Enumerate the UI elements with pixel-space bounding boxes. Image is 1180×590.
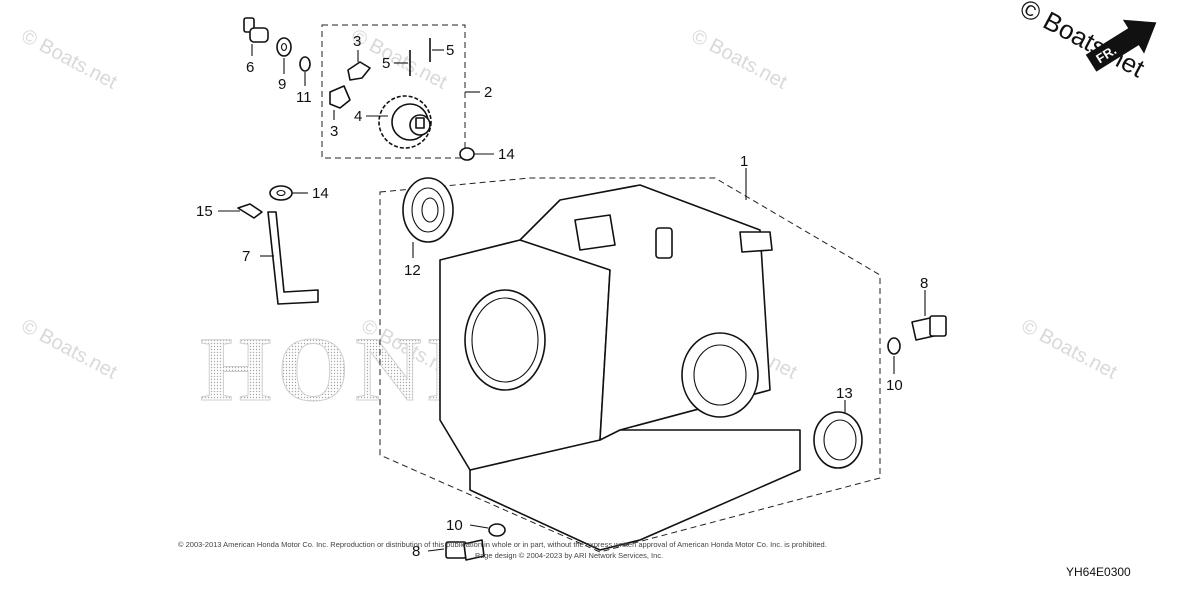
callout-10: 10 bbox=[446, 517, 463, 534]
thrust-washer-part bbox=[269, 185, 293, 201]
callout-11: 11 bbox=[296, 89, 312, 106]
oil-seal-part bbox=[813, 411, 863, 469]
watermark-text: © Boats.net bbox=[348, 25, 451, 94]
drain-washer-part bbox=[887, 337, 901, 355]
oil-pump-gear-part bbox=[378, 95, 432, 149]
watermark-text: © Boats.net bbox=[18, 25, 121, 94]
cylinder-block-part bbox=[439, 184, 801, 551]
cylinder-block-assembly-outline bbox=[379, 177, 881, 553]
callout-1: 1 bbox=[740, 153, 748, 170]
leader-lines bbox=[218, 44, 926, 552]
o-ring-part bbox=[299, 56, 311, 72]
callout-5: 5 bbox=[382, 55, 390, 72]
drain-bolt-part bbox=[911, 315, 947, 341]
callouts: 1 2 3 3 4 5 5 6 7 8 8 9 10 10 11 12 13 1… bbox=[196, 33, 928, 560]
drain-washer-part bbox=[488, 523, 506, 537]
callout-6: 6 bbox=[246, 59, 254, 76]
crankcase-opening bbox=[681, 332, 759, 418]
bearing-part bbox=[402, 177, 454, 243]
callout-14: 14 bbox=[312, 185, 329, 202]
callout-8: 8 bbox=[920, 275, 928, 292]
callout-3: 3 bbox=[330, 123, 338, 140]
washer-part bbox=[276, 37, 292, 57]
callout-10: 10 bbox=[886, 377, 903, 394]
watermark-text: © Boats.net bbox=[1018, 315, 1121, 384]
watermark-text: © Boats.net bbox=[18, 315, 121, 384]
drain-bolt-part bbox=[445, 539, 485, 561]
callout-2: 2 bbox=[484, 84, 492, 101]
callout-3: 3 bbox=[353, 33, 361, 50]
cylinder-bore bbox=[464, 289, 546, 391]
callout-8: 8 bbox=[412, 543, 420, 560]
clip-part bbox=[329, 85, 351, 109]
callout-12: 12 bbox=[404, 262, 421, 279]
callout-9: 9 bbox=[278, 76, 286, 93]
washer-hole bbox=[280, 42, 288, 52]
breather-pipe-part bbox=[267, 211, 319, 305]
copyright-line-2: Page design © 2004-2023 by ARI Network S… bbox=[475, 551, 663, 560]
callout-15: 15 bbox=[196, 203, 213, 220]
pipe-clip-part bbox=[237, 203, 263, 219]
copyright-line-1: © 2003-2013 American Honda Motor Co. Inc… bbox=[178, 540, 827, 549]
diagram-id: YH64E0300 bbox=[1066, 565, 1131, 579]
callout-14: 14 bbox=[498, 146, 515, 163]
washer-hole bbox=[276, 189, 286, 197]
callout-13: 13 bbox=[836, 385, 853, 402]
callout-5: 5 bbox=[446, 42, 454, 59]
watermark-text: © Boats.net bbox=[688, 25, 791, 94]
front-direction-arrow: FR. bbox=[1085, 19, 1157, 72]
clip-part bbox=[347, 61, 371, 81]
bolt-part bbox=[243, 17, 269, 43]
callout-7: 7 bbox=[242, 248, 250, 265]
thrust-washer-part bbox=[459, 147, 475, 161]
callout-4: 4 bbox=[354, 108, 362, 125]
